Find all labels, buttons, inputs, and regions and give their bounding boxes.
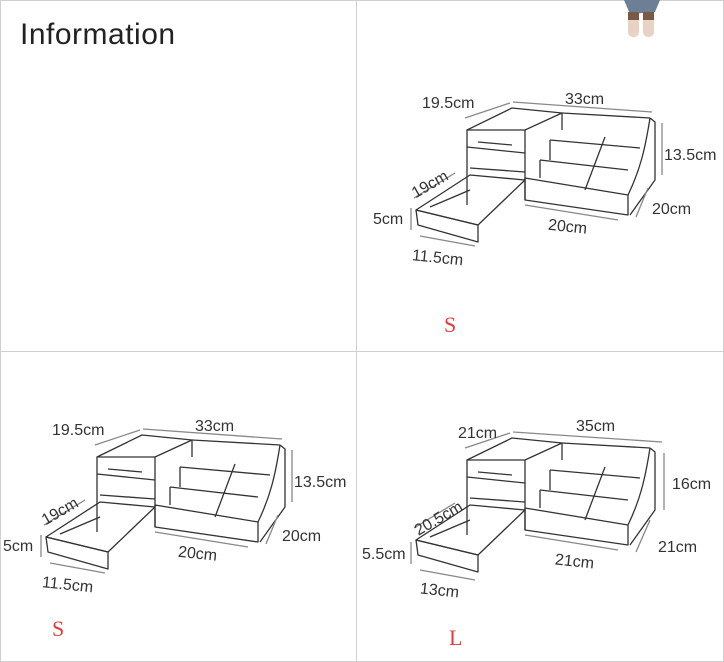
panel-divider-vertical [356,0,357,662]
size-label: S [52,616,64,641]
dim-drawer-height: 5.5cm [362,546,406,563]
diagram-panel-l: 21cm 35cm 16cm 20.5cm 5.5cm 13cm 21cm 21… [362,418,711,650]
dim-depth-top: 19.5cm [52,422,104,439]
dim-height: 16cm [672,476,711,493]
dim-drawer-height: 5cm [3,538,33,555]
dim-front-width: 21cm [554,551,595,572]
section-title: Information [20,18,176,51]
size-label: S [444,312,456,337]
dim-front-width: 20cm [177,544,218,565]
dim-front-width: 20cm [547,217,588,238]
dim-side-depth: 20cm [282,528,321,545]
diagram-panel-s-top: 19.5cm 33cm 13.5cm 19cm 5cm 11.5cm 20cm … [373,91,716,337]
dim-width: 33cm [195,418,234,435]
dim-height: 13.5cm [294,474,346,491]
dim-drawer-depth: 19cm [39,495,81,529]
dim-width: 35cm [576,418,615,435]
dim-depth-top: 21cm [458,425,497,442]
size-label: L [449,625,462,650]
dim-drawer-width: 11.5cm [411,247,464,269]
dim-side-depth: 21cm [658,539,697,556]
diagram-panel-s-bottom: 19.5cm 33cm 13.5cm 19cm 5cm 11.5cm 20cm … [3,418,346,641]
cat-paws-decoration [624,0,660,37]
dim-drawer-width: 13cm [419,580,460,601]
dim-side-depth: 20cm [652,201,691,218]
dim-drawer-height: 5cm [373,211,403,228]
dim-drawer-width: 11.5cm [41,574,94,596]
panel-divider-horizontal [0,351,724,352]
dim-height: 13.5cm [664,147,716,164]
dim-depth-top: 19.5cm [422,95,474,112]
dim-drawer-depth: 19cm [409,168,451,202]
dim-width: 33cm [565,91,604,108]
